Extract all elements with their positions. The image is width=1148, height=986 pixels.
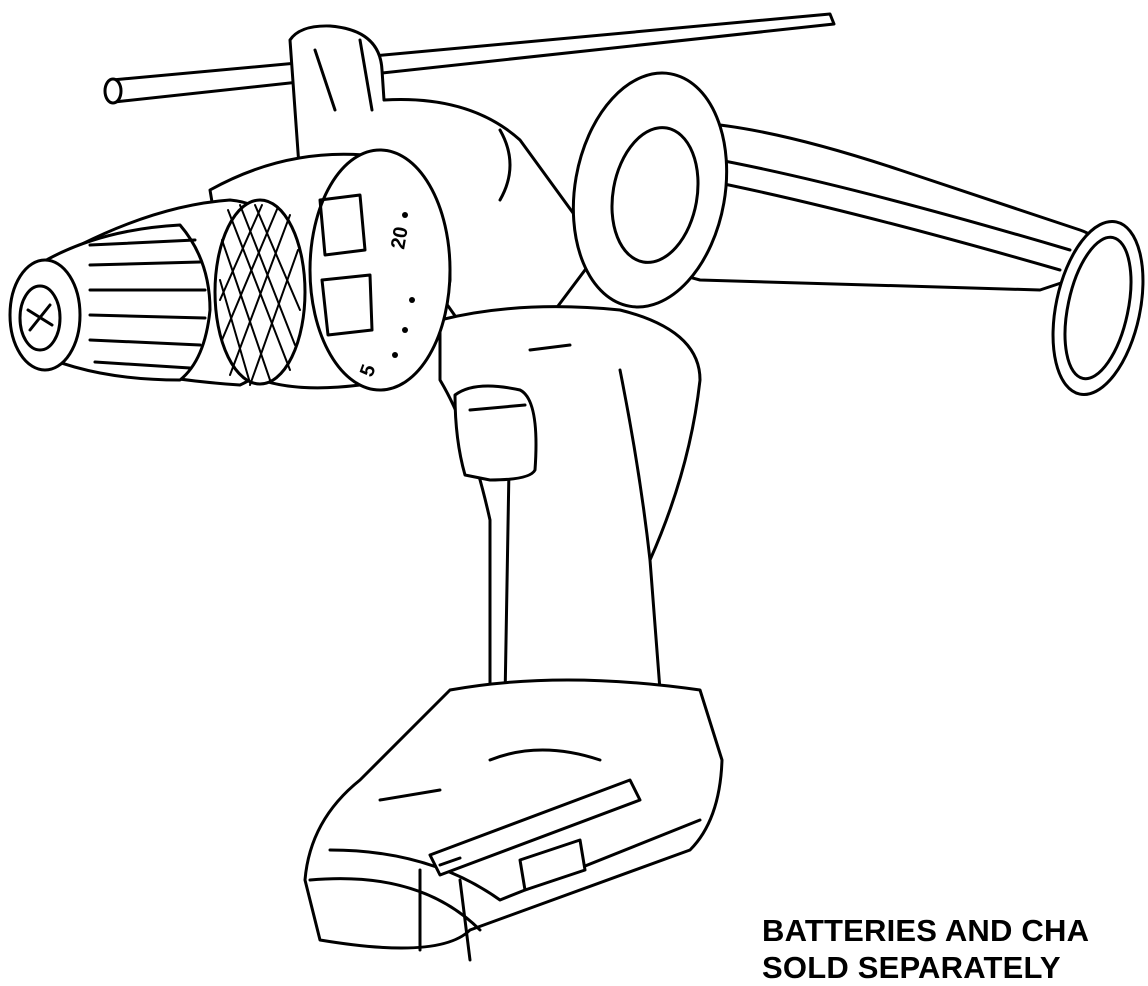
batteries-notice: BATTERIES AND CHA SOLD SEPARATELY [762, 912, 1089, 986]
depth-rod [103, 12, 836, 105]
notice-line-1: BATTERIES AND CHA [762, 913, 1090, 948]
battery-base [303, 678, 724, 962]
notice-line-2: SOLD SEPARATELY [762, 950, 1061, 985]
trigger [453, 384, 538, 482]
clutch-scale-label-20: 20 [387, 225, 413, 251]
chuck-nose [8, 223, 212, 382]
bit-holder-icon [428, 778, 642, 892]
side-handle [571, 71, 1145, 397]
